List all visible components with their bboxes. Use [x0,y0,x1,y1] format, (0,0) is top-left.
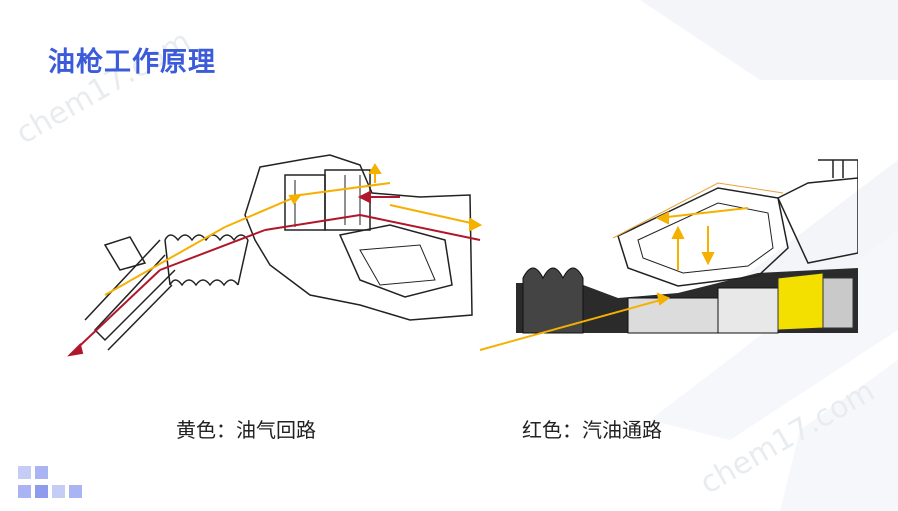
cross-section-diagram [479,159,858,351]
decorative-squares [18,466,82,498]
nozzle-diagram [67,154,483,357]
page-title: 油枪工作原理 [48,47,216,78]
caption-vapor-path: 黄色：油气回路 [176,418,316,442]
caption-fuel-path: 红色：汽油通路 [522,418,662,442]
